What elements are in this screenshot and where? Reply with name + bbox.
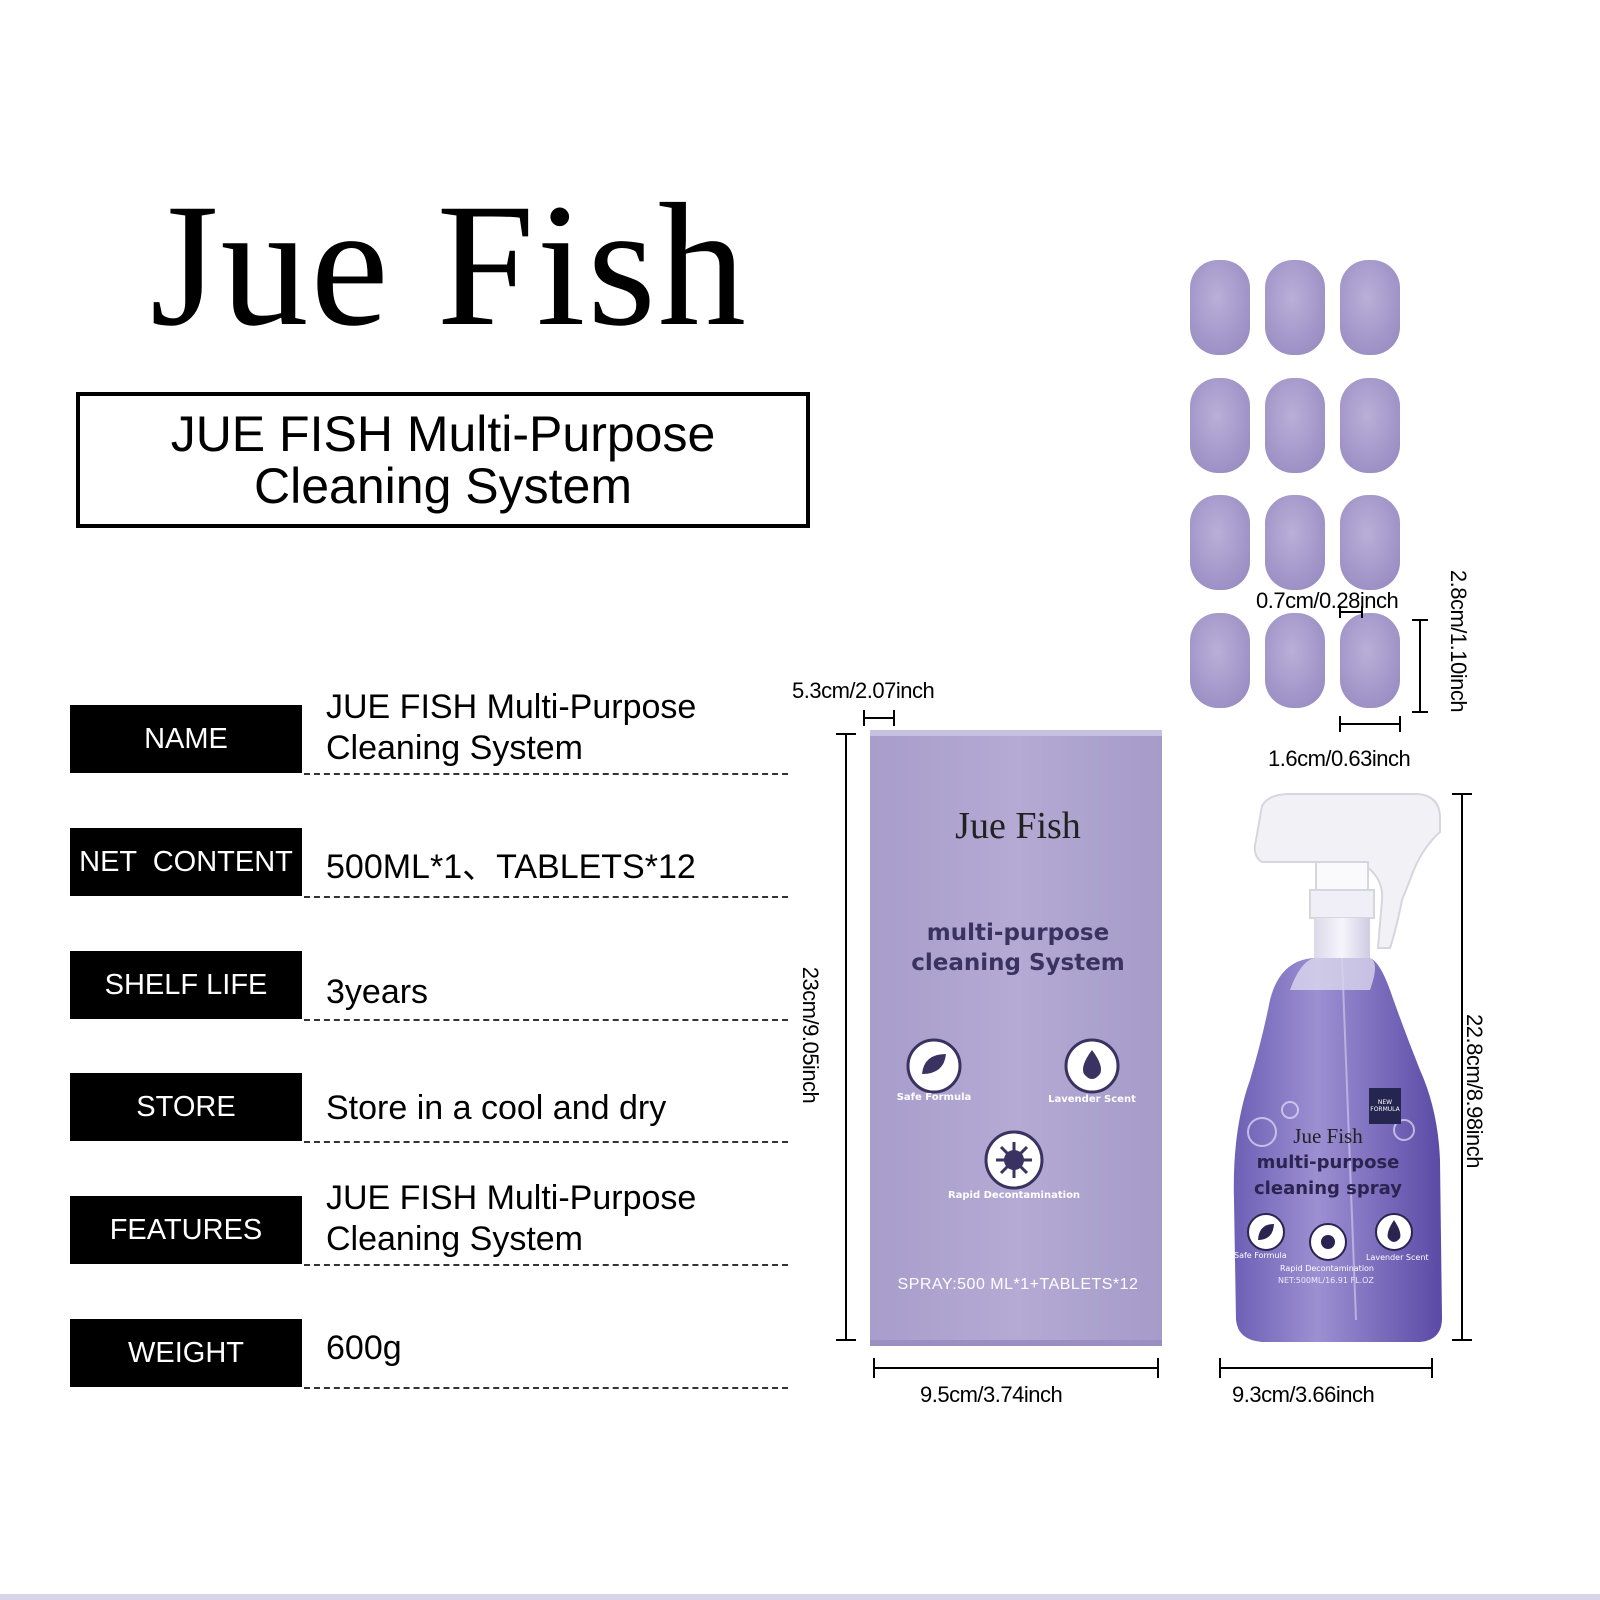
tablet bbox=[1265, 613, 1325, 708]
new-formula-badge: NEW FORMULA bbox=[1369, 1088, 1401, 1124]
bottle-feature-caption: Lavender Scent bbox=[1366, 1253, 1429, 1262]
tablet bbox=[1265, 495, 1325, 590]
spec-label: FEATURES bbox=[70, 1196, 302, 1264]
dashed-divider bbox=[304, 773, 788, 775]
bottle-width-label: 9.3cm/3.66inch bbox=[1232, 1382, 1375, 1407]
tablet-height-label: 2.8cm/1.10inch bbox=[1446, 569, 1471, 713]
tablet bbox=[1190, 613, 1250, 708]
trigger-sprayer bbox=[1253, 793, 1441, 949]
bottle-title: multi-purpose cleaning spray bbox=[1254, 1152, 1402, 1199]
box-title: multi-purpose cleaning System bbox=[911, 920, 1125, 976]
box-feature-caption: Safe Formula bbox=[896, 1092, 972, 1103]
bottle-feature-caption: Safe Formula bbox=[1234, 1251, 1287, 1260]
box-dimension-lines bbox=[836, 710, 1159, 1378]
spec-value: 600g bbox=[326, 1329, 402, 1367]
bottom-strip bbox=[0, 1594, 1600, 1600]
bottle-dimension-lines bbox=[1219, 793, 1472, 1378]
box-spray-content: SPRAY:500 ML*1+TABLETS*12 bbox=[897, 1276, 1139, 1293]
dashed-divider bbox=[304, 896, 788, 898]
bottle-net-content: NET:500ML/16.91 FL.OZ bbox=[1278, 1276, 1374, 1285]
tablet bbox=[1340, 495, 1400, 590]
spec-label: NAME bbox=[70, 705, 302, 773]
spec-row-shelf-life: SHELF LIFE 3years bbox=[70, 951, 788, 1021]
dashed-divider bbox=[304, 1019, 788, 1021]
spec-value: JUE FISH Multi-Purpose Cleaning System bbox=[326, 1179, 697, 1258]
spec-label: WEIGHT bbox=[70, 1319, 302, 1387]
tablet-dimension-lines bbox=[1339, 606, 1428, 732]
spec-value: 3years bbox=[326, 973, 429, 1011]
box-feature-caption: Rapid Decontamination bbox=[947, 1190, 1081, 1201]
brand-logo: Jue Fish bbox=[150, 168, 748, 363]
box-depth-label: 5.3cm/2.07inch bbox=[792, 678, 935, 703]
tablet-width-label: 1.6cm/0.63inch bbox=[1268, 746, 1411, 771]
tablet bbox=[1265, 260, 1325, 355]
subtitle-box: JUE FISH Multi-Purpose Cleaning System bbox=[76, 392, 810, 528]
dashed-divider bbox=[304, 1264, 788, 1266]
tablet bbox=[1190, 495, 1250, 590]
tablets-grid bbox=[1190, 260, 1400, 708]
bottle-feature-caption: Rapid Decontamination bbox=[1280, 1264, 1375, 1273]
spec-row-weight: WEIGHT 600g bbox=[70, 1319, 788, 1389]
spec-label: STORE bbox=[70, 1073, 302, 1141]
spec-value: 500ML*1、TABLETS*12 bbox=[326, 848, 696, 886]
spec-row-store: STORE Store in a cool and dry bbox=[70, 1073, 788, 1143]
product-box bbox=[870, 730, 1162, 1346]
spec-value: Store in a cool and dry bbox=[326, 1089, 667, 1127]
spec-label: SHELF LIFE bbox=[70, 951, 302, 1019]
spec-row-name: NAME JUE FISH Multi-Purpose Cleaning Sys… bbox=[70, 688, 788, 775]
box-height-label: 23cm/9.05inch bbox=[798, 966, 823, 1104]
tablet bbox=[1340, 378, 1400, 473]
spec-label: NET CONTENT bbox=[70, 828, 302, 896]
dashed-divider bbox=[304, 1141, 788, 1143]
bottle-brand-logo: Jue Fish bbox=[1293, 1124, 1363, 1148]
tablet bbox=[1190, 260, 1250, 355]
subtitle-text: JUE FISH Multi-Purpose Cleaning System bbox=[170, 406, 716, 514]
tablet bbox=[1190, 378, 1250, 473]
spec-row-features: FEATURES JUE FISH Multi-Purpose Cleaning… bbox=[70, 1179, 788, 1266]
spray-bottle bbox=[1233, 793, 1442, 1342]
tablet bbox=[1340, 613, 1400, 708]
spec-row-net-content: NET CONTENT 500ML*1、TABLETS*12 bbox=[70, 828, 788, 898]
tablet bbox=[1340, 260, 1400, 355]
dashed-divider bbox=[304, 1387, 788, 1389]
bottle-height-label: 22.8cm/8.98inch bbox=[1462, 1014, 1487, 1168]
box-width-label: 9.5cm/3.74inch bbox=[920, 1382, 1063, 1407]
box-brand-logo: Jue Fish bbox=[955, 805, 1081, 847]
tablet bbox=[1265, 378, 1325, 473]
box-feature-caption: Lavender Scent bbox=[1048, 1094, 1136, 1105]
spec-value: JUE FISH Multi-Purpose Cleaning System bbox=[326, 688, 697, 767]
tablet-thickness-label: 0.7cm/0.28inch bbox=[1256, 588, 1399, 613]
